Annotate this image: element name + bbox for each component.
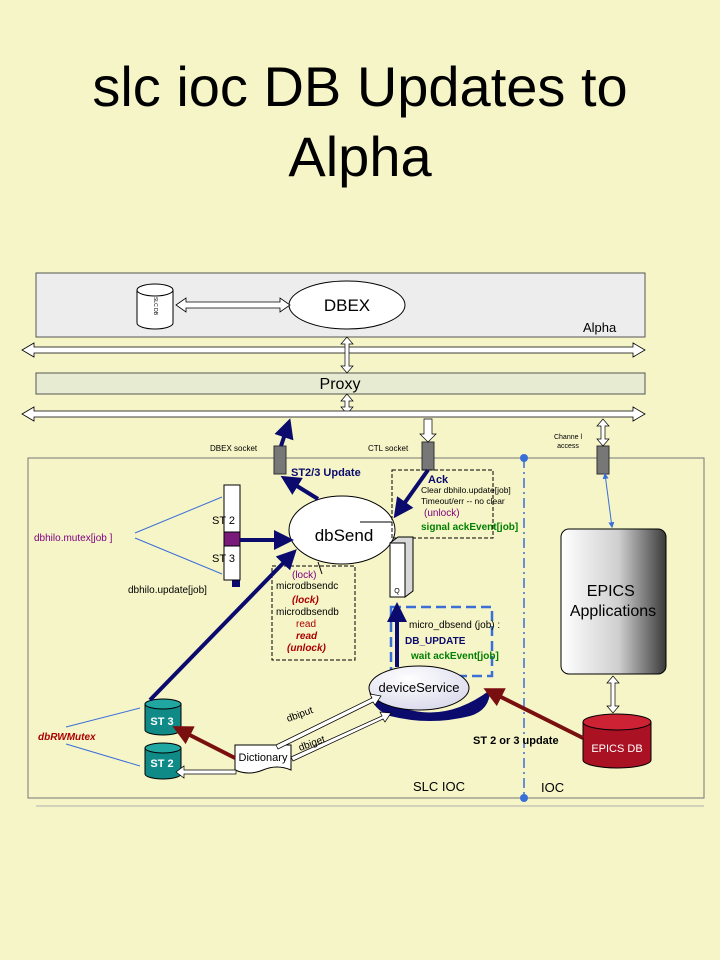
micro-line-3: (lock) xyxy=(292,595,319,606)
device-service-node: deviceService xyxy=(368,665,490,721)
epics-applications-line-2: Applications xyxy=(570,603,656,620)
dbiget-arrow: dbiget xyxy=(290,711,392,762)
micro-dbsend-line-3: wait ackEvent[job] xyxy=(410,651,499,662)
st-update-label: ST 2 or 3 update xyxy=(473,735,559,747)
proxy-node: Proxy xyxy=(35,372,646,395)
slc-ioc-label: SLC IOC xyxy=(413,779,465,794)
dbsend-label: dbSend xyxy=(315,526,374,545)
micro-line-2: microdbsendc xyxy=(276,581,338,592)
st23-update-label: ST2/3 Update xyxy=(291,467,361,479)
mutex-stack: ST 2 ST 3 xyxy=(212,484,294,587)
dictionary-node: Dictionary xyxy=(234,744,292,774)
queue-node: Q xyxy=(389,536,414,598)
micro-line-7: (unlock) xyxy=(287,643,327,654)
ack-line-4: signal ackEvent[job] xyxy=(421,522,518,533)
st2-cylinder-label: ST 2 xyxy=(150,758,173,770)
ctl-socket: CTL socket xyxy=(368,441,435,471)
upper-bus xyxy=(21,342,646,358)
micro-dbsend-line-2: DB_UPDATE xyxy=(405,636,466,647)
dbex-node: DBEX xyxy=(288,280,406,330)
dbiput-label: dbiput xyxy=(285,705,315,725)
dbex-socket-label: DBEX socket xyxy=(210,444,258,453)
slc-ioc-frame: SLC IOC IOC xyxy=(27,457,705,807)
ack-label: Ack xyxy=(428,474,449,486)
q-label: Q xyxy=(394,588,400,595)
st2-cylinder: ST 2 xyxy=(144,742,182,780)
dbrwmutex-label-group: dbRWMutex xyxy=(38,707,141,767)
slcdb-dbex-arrow xyxy=(175,297,291,313)
st2-slot-label: ST 2 xyxy=(212,515,235,527)
mutex-label-group: dbhilo.mutex[job ] xyxy=(34,496,223,575)
ioc-label: IOC xyxy=(541,780,564,795)
st3-cylinder: ST 3 xyxy=(144,698,182,736)
slc-db-label: SLC DB xyxy=(152,297,158,316)
device-service-label: deviceService xyxy=(379,680,460,695)
ack-line-1: Clear dbhilo.update[job] xyxy=(421,485,511,495)
micro-dbsend-box: micro_dbsend (job) : DB_UPDATE wait ackE… xyxy=(389,605,500,678)
slc-db-cylinder: SLC DB xyxy=(136,283,174,330)
st-update-arrow: ST 2 or 3 update xyxy=(473,688,584,747)
epics-applications-label: EPICS Applications xyxy=(570,583,656,620)
dbsend-node: dbSend xyxy=(288,495,396,565)
micro-box: (lock) microdbsendc (lock) microdbsendb … xyxy=(271,565,356,661)
epics-applications-node: EPICS Applications xyxy=(560,528,667,675)
micro-line-6: read xyxy=(296,631,318,642)
mutex-label: dbhilo.mutex[job ] xyxy=(34,533,113,544)
st23-update-arrow: ST2/3 Update xyxy=(280,467,361,501)
ack-box: Ack Clear dbhilo.update[job] Timeout/err… xyxy=(391,469,518,539)
dbex-socket: DBEX socket xyxy=(210,444,287,475)
socket-bus-connectors xyxy=(274,418,610,447)
ack-line-3: (unlock) xyxy=(424,508,460,519)
lower-bus xyxy=(21,406,646,422)
alpha-label: Alpha xyxy=(583,320,617,335)
st3-cylinder-label: ST 3 xyxy=(150,716,173,728)
micro-pointer-line xyxy=(317,561,323,575)
micro-line-4: microdbsendb xyxy=(276,607,339,618)
dictionary-to-st2-arrow xyxy=(175,765,237,779)
ack-arrow xyxy=(393,468,430,519)
update-label: dbhilo.update[job] xyxy=(128,585,207,596)
epics-db-label: EPICS DB xyxy=(591,743,642,755)
ctl-socket-label: CTL socket xyxy=(368,444,409,453)
dbex-label: DBEX xyxy=(324,296,370,315)
dbrwmutex-label: dbRWMutex xyxy=(38,732,96,743)
apps-db-connector xyxy=(606,675,620,714)
dictionary-label: Dictionary xyxy=(239,752,288,764)
st3-slot-label: ST 3 xyxy=(212,553,235,565)
ack-line-2: Timeout/err -- no clear xyxy=(421,496,505,506)
st3-to-dbsend-arrow xyxy=(148,549,297,702)
micro-line-5: read xyxy=(296,619,316,630)
epics-db-cylinder: EPICS DB xyxy=(582,713,652,769)
dictionary-to-st3-arrow xyxy=(172,726,236,760)
proxy-label: Proxy xyxy=(320,376,361,393)
channel-access-link xyxy=(602,472,615,529)
epics-applications-line-1: EPICS xyxy=(587,583,635,600)
micro-line-1: (lock) xyxy=(292,570,316,581)
ioc-separator xyxy=(520,454,528,802)
micro-dbsend-line-1: micro_dbsend (job) : xyxy=(409,620,500,631)
